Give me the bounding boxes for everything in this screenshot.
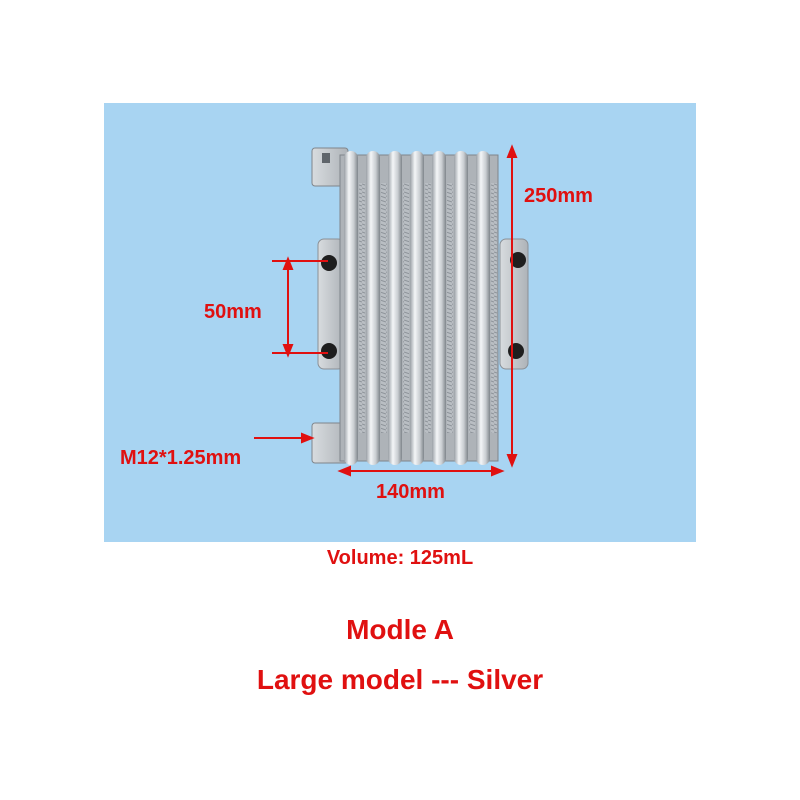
product-photo: 250mm 50mm M12*1.25mm 140mm bbox=[104, 103, 696, 542]
width-label: 140mm bbox=[376, 481, 445, 503]
height-label: 250mm bbox=[524, 185, 593, 207]
hole-spacing-label: 50mm bbox=[204, 301, 262, 323]
model-title: Modle A bbox=[346, 614, 454, 645]
thread-label: M12*1.25mm bbox=[120, 447, 242, 469]
dimension-arrows bbox=[254, 144, 518, 477]
volume-text: Volume: 125mL bbox=[326, 547, 474, 569]
model-variant: Large model --- Silver bbox=[256, 664, 544, 695]
oil-cooler-image bbox=[254, 144, 529, 477]
right-bracket bbox=[499, 238, 529, 370]
cooler-tubes bbox=[344, 151, 497, 465]
